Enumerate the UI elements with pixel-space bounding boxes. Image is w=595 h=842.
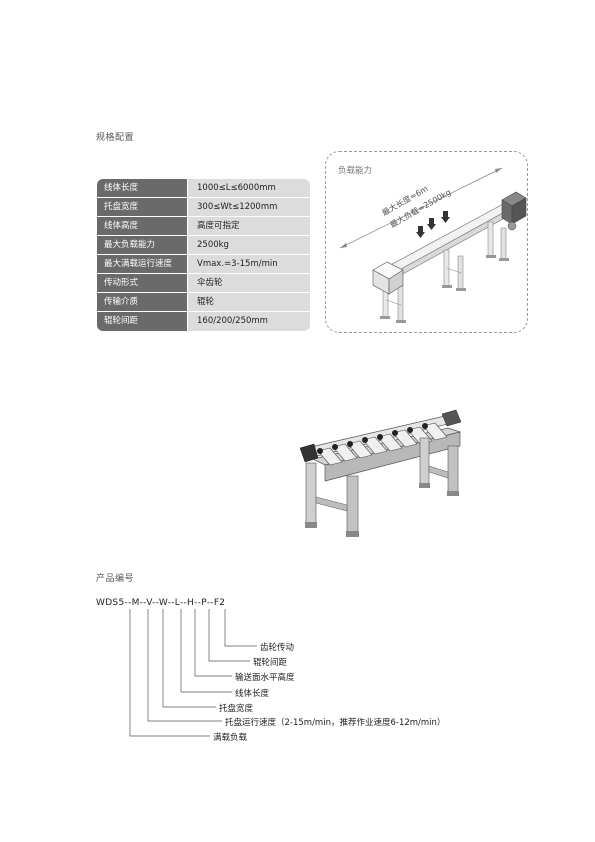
roller-conveyor-drawing [299, 409, 462, 537]
spec-section-title: 规格配置 [96, 133, 135, 143]
load-capacity-title: 负载能力 [338, 166, 373, 176]
spec-key: 辊轮间距 [97, 312, 188, 331]
spec-row: 传动形式伞齿轮 [97, 274, 310, 293]
spec-key: 最大满载运行速度 [97, 255, 188, 273]
code-label-surface-height: 输送面水平高度 [235, 673, 295, 683]
spec-value: 辊轮 [188, 293, 310, 311]
spec-value: Vmax.=3-15m/min [188, 255, 310, 273]
spec-key: 托盘宽度 [97, 198, 188, 216]
load-capacity-frame [325, 151, 528, 333]
code-label-gear-drive: 齿轮传动 [260, 643, 295, 653]
code-label-pallet-speed: 托盘运行速度（2-15m/min，推荐作业速度6-12m/min） [225, 718, 446, 728]
code-leader-lines [129, 609, 257, 737]
code-label-line-length: 线体长度 [235, 689, 270, 699]
spec-key: 线体长度 [97, 179, 188, 197]
load-conveyor-drawing: 最大长度=6m 最大负载=2500kg [339, 167, 527, 323]
spec-key: 线体高度 [97, 217, 188, 235]
spec-row: 线体高度高度可指定 [97, 217, 310, 236]
product-code: WDS5--M--V--W--L--H--P--F2 [96, 598, 226, 608]
spec-key: 最大负载能力 [97, 236, 188, 254]
spec-key: 传输介质 [97, 293, 188, 311]
spec-value: 高度可指定 [188, 217, 310, 235]
spec-value: 160/200/250mm [188, 312, 310, 331]
code-label-pallet-width: 托盘宽度 [219, 704, 254, 714]
spec-value: 300≤Wt≤1200mm [188, 198, 310, 216]
code-label-roller-pitch: 辊轮间距 [253, 658, 288, 668]
code-label-full-load: 满载负载 [213, 733, 248, 743]
spec-value: 伞齿轮 [188, 274, 310, 292]
code-section-title: 产品编号 [96, 574, 135, 584]
spec-value: 2500kg [188, 236, 310, 254]
spec-row: 传输介质辊轮 [97, 293, 310, 312]
spec-key: 传动形式 [97, 274, 188, 292]
spec-value: 1000≤L≤6000mm [188, 179, 310, 197]
